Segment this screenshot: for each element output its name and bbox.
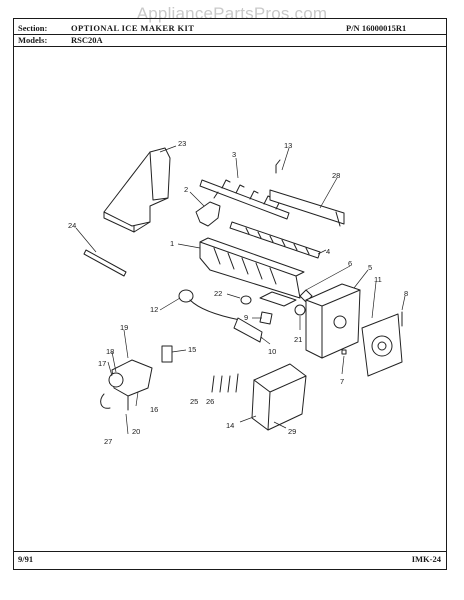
part-22 [240, 295, 252, 305]
callout-1: 1 [170, 239, 174, 248]
callout-21: 21 [294, 335, 302, 344]
callout-5: 5 [368, 263, 372, 272]
part-14-29-ice-bin [251, 363, 307, 431]
header-section-row: Section: OPTIONAL ICE MAKER KIT P/N 1600… [14, 22, 446, 34]
callout-23: 23 [178, 139, 186, 148]
callout-29: 29 [288, 427, 296, 436]
part-5-housing [305, 283, 361, 359]
callout-13: 13 [284, 141, 292, 150]
callout-27: 27 [104, 437, 112, 446]
header-divider [14, 34, 446, 35]
callout-24: 24 [68, 221, 76, 230]
part-28-stripper [269, 189, 345, 227]
parts-sheet: Section: OPTIONAL ICE MAKER KIT P/N 1600… [13, 18, 447, 570]
callout-19: 19 [120, 323, 128, 332]
part-23-shelf-bracket [103, 147, 171, 233]
part-12-heater [178, 289, 263, 343]
callout-7: 7 [340, 377, 344, 386]
part-25-26-screws [211, 373, 239, 393]
section-title: OPTIONAL ICE MAKER KIT [71, 23, 195, 33]
footer-code: IMK-24 [411, 554, 441, 564]
callout-6: 6 [348, 259, 352, 268]
header-divider-bottom [14, 46, 446, 47]
part-16-water-valve [100, 359, 153, 411]
part-7 [341, 349, 347, 355]
callout-2: 2 [184, 185, 188, 194]
part-4-cover [229, 221, 321, 259]
callout-18: 18 [106, 347, 114, 356]
callout-11: 11 [374, 275, 382, 284]
footer-date: 9/91 [18, 554, 34, 564]
callout-28: 28 [332, 171, 340, 180]
part-3-ejector [199, 179, 290, 220]
part-13-arm [275, 159, 281, 174]
callout-8: 8 [404, 289, 408, 298]
header-models-row: Models: RSC20A [14, 34, 446, 46]
part-number: P/N 16000015R1 [346, 23, 407, 33]
callout-3: 3 [232, 150, 236, 159]
part-11-motor-plate [361, 313, 403, 377]
callout-16: 16 [150, 405, 158, 414]
callout-20: 20 [132, 427, 140, 436]
part-2-lever [195, 191, 221, 227]
part-15 [161, 345, 173, 363]
section-label: Section: [18, 23, 48, 33]
models-label: Models: [18, 35, 48, 45]
callout-10: 10 [268, 347, 276, 356]
callout-4: 4 [326, 247, 330, 256]
callout-22: 22 [214, 289, 222, 298]
part-1-ice-mold [199, 237, 305, 307]
callout-17: 17 [98, 359, 106, 368]
callout-14: 14 [226, 421, 234, 430]
callout-26: 26 [206, 397, 214, 406]
callout-12: 12 [150, 305, 158, 314]
part-24-strip [83, 249, 127, 277]
footer-divider [14, 551, 446, 552]
callout-25: 25 [190, 397, 198, 406]
callout-15: 15 [188, 345, 196, 354]
callout-9: 9 [244, 313, 248, 322]
part-21 [294, 304, 306, 316]
models-value: RSC20A [71, 35, 103, 45]
part-9 [259, 311, 273, 325]
